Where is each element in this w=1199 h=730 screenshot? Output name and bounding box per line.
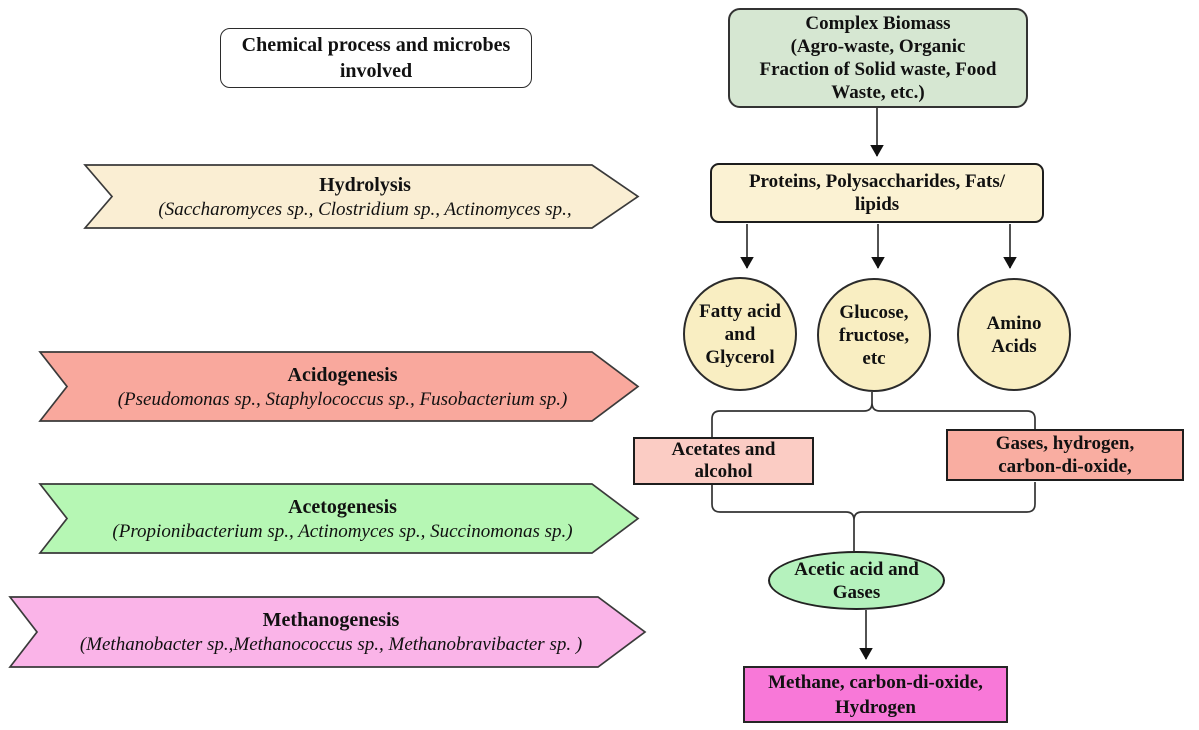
acidogenesis-banner-shape (38, 351, 640, 422)
acetates-line-2: alcohol (694, 461, 753, 482)
methane-line-2: Hydrogen (835, 696, 916, 718)
acetic-acid-ellipse: Acetic acid and Gases (768, 551, 945, 610)
complex-biomass-box: Complex Biomass (Agro-waste, Organic Fra… (728, 8, 1028, 108)
complex-biomass-line-4: Waste, etc.) (831, 82, 925, 103)
fatty-acid-line-2: and (724, 323, 756, 345)
acetates-box: Acetates and alcohol (633, 437, 814, 485)
glucose-line-3: etc (862, 347, 886, 369)
acetic-acid-line-2: Gases (832, 581, 881, 603)
methane-line-1: Methane, carbon-di-oxide, (768, 671, 983, 693)
legend-line-2: involved (339, 60, 413, 82)
complex-biomass-line-3: Fraction of Solid waste, Food (759, 59, 997, 80)
methanogenesis-microbes: (Methanobacter sp.,Methanococcus sp., Me… (79, 634, 583, 655)
methane-box: Methane, carbon-di-oxide, Hydrogen (743, 666, 1008, 723)
hydrolysis-products-line-2: lipids (854, 194, 900, 215)
fatty-acid-line-1: Fatty acid (699, 300, 781, 322)
hydrolysis-banner-shape (83, 164, 640, 229)
complex-biomass-line-2: (Agro-waste, Organic (790, 36, 966, 57)
glucose-circle: Glucose, fructose, etc (817, 278, 931, 392)
hydrolysis-banner-label: Hydrolysis (Saccharomyces sp., Clostridi… (100, 165, 630, 228)
merge-to-acetic-ellipse (711, 482, 1036, 551)
methanogenesis-banner-shape (8, 596, 647, 668)
methanogenesis-banner-label: Methanogenesis (Methanobacter sp.,Methan… (25, 597, 637, 667)
amino-acids-line-2: Acids (991, 335, 1037, 357)
acidogenesis-title: Acidogenesis (287, 363, 398, 386)
amino-acids-line-1: Amino (986, 312, 1042, 334)
gases-line-2: carbon-di-oxide, (998, 456, 1132, 477)
gases-line-1: Gases, hydrogen, (995, 433, 1135, 454)
hydrolysis-title: Hydrolysis (319, 173, 411, 196)
glucose-line-1: Glucose, (839, 301, 909, 323)
acetogenesis-microbes: (Propionibacterium sp., Actinomyces sp.,… (112, 520, 573, 542)
acidogenesis-microbes: (Pseudomonas sp., Staphylococcus sp., Fu… (117, 388, 568, 410)
hydrolysis-products-line-1: Proteins, Polysaccharides, Fats/ (748, 171, 1006, 192)
legend-line-1: Chemical process and microbes (241, 34, 511, 56)
split-glucose-to-acid-products (711, 392, 1036, 437)
acidogenesis-banner-label: Acidogenesis (Pseudomonas sp., Staphyloc… (55, 352, 630, 421)
fatty-acid-line-3: Glycerol (705, 346, 775, 368)
fatty-acid-circle: Fatty acid and Glycerol (683, 277, 797, 391)
acetogenesis-banner-shape (38, 483, 640, 554)
amino-acids-circle: Amino Acids (957, 278, 1071, 391)
glucose-line-2: fructose, (838, 324, 910, 346)
hydrolysis-microbes: (Saccharomyces sp., Clostridium sp., Act… (158, 198, 572, 220)
complex-biomass-line-1: Complex Biomass (805, 13, 951, 34)
methanogenesis-title: Methanogenesis (262, 609, 400, 631)
gases-box: Gases, hydrogen, carbon-di-oxide, (946, 429, 1184, 481)
acetogenesis-title: Acetogenesis (288, 495, 397, 518)
acetic-acid-line-1: Acetic acid and (794, 558, 919, 580)
legend-box: Chemical process and microbes involved (220, 28, 532, 88)
acetogenesis-banner-label: Acetogenesis (Propionibacterium sp., Act… (55, 484, 630, 553)
hydrolysis-products-box: Proteins, Polysaccharides, Fats/ lipids (710, 163, 1044, 223)
acetates-line-1: Acetates and (671, 439, 776, 460)
